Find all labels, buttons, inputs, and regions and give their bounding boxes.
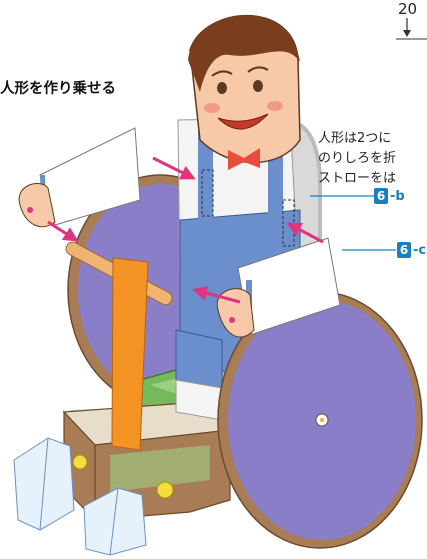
glue-tab-right — [282, 199, 295, 247]
arrow-icon-2 — [47, 220, 79, 242]
footrest-fold-2 — [109, 487, 119, 556]
doll-brow-left — [211, 70, 233, 77]
doll-smile — [217, 113, 269, 130]
arrow-icon-3 — [286, 222, 324, 244]
instruction-line-2: のりしろを折 — [318, 151, 397, 166]
callout-6b: 6 -b — [374, 188, 405, 204]
callout-6c: 6 -c — [397, 242, 426, 258]
doll-cheek-right — [267, 101, 283, 111]
doll-cheek-left — [204, 103, 220, 113]
glue-tab-left — [201, 169, 214, 217]
callout-6c-suffix: -c — [413, 242, 427, 258]
section-heading: 人形を作り乗せる — [0, 81, 116, 97]
arrow-icon-4 — [192, 285, 241, 304]
step-number: 20 — [398, 0, 418, 18]
doll-hair — [188, 15, 300, 93]
caster-right — [156, 481, 174, 499]
arm-hand-upper — [18, 183, 56, 228]
arrow-icon-1 — [152, 156, 196, 180]
chair-back-edge — [298, 123, 322, 330]
callout-6b-suffix: -b — [390, 188, 405, 204]
arm-hole-lower — [229, 317, 235, 323]
instruction-line-1: 人形は2つに — [318, 131, 392, 146]
caster-left — [72, 454, 88, 470]
step-arrow-head — [403, 30, 411, 37]
footrest-fold-1 — [39, 437, 49, 531]
wheel-hub-icon — [315, 413, 329, 427]
orange-strip — [111, 257, 149, 451]
doll-eye-right — [253, 80, 263, 92]
instruction-line-3: ストローをは — [318, 171, 397, 186]
footrest-inner — [110, 445, 210, 492]
callout-6b-number: 6 — [374, 188, 388, 204]
callout-6c-number: 6 — [397, 242, 411, 258]
arm-hand-lower — [216, 288, 255, 338]
doll-bowtie — [228, 148, 260, 170]
arm-hole-upper — [27, 207, 33, 213]
doll-eye-left — [217, 82, 227, 94]
doll-brow-right — [247, 66, 269, 73]
